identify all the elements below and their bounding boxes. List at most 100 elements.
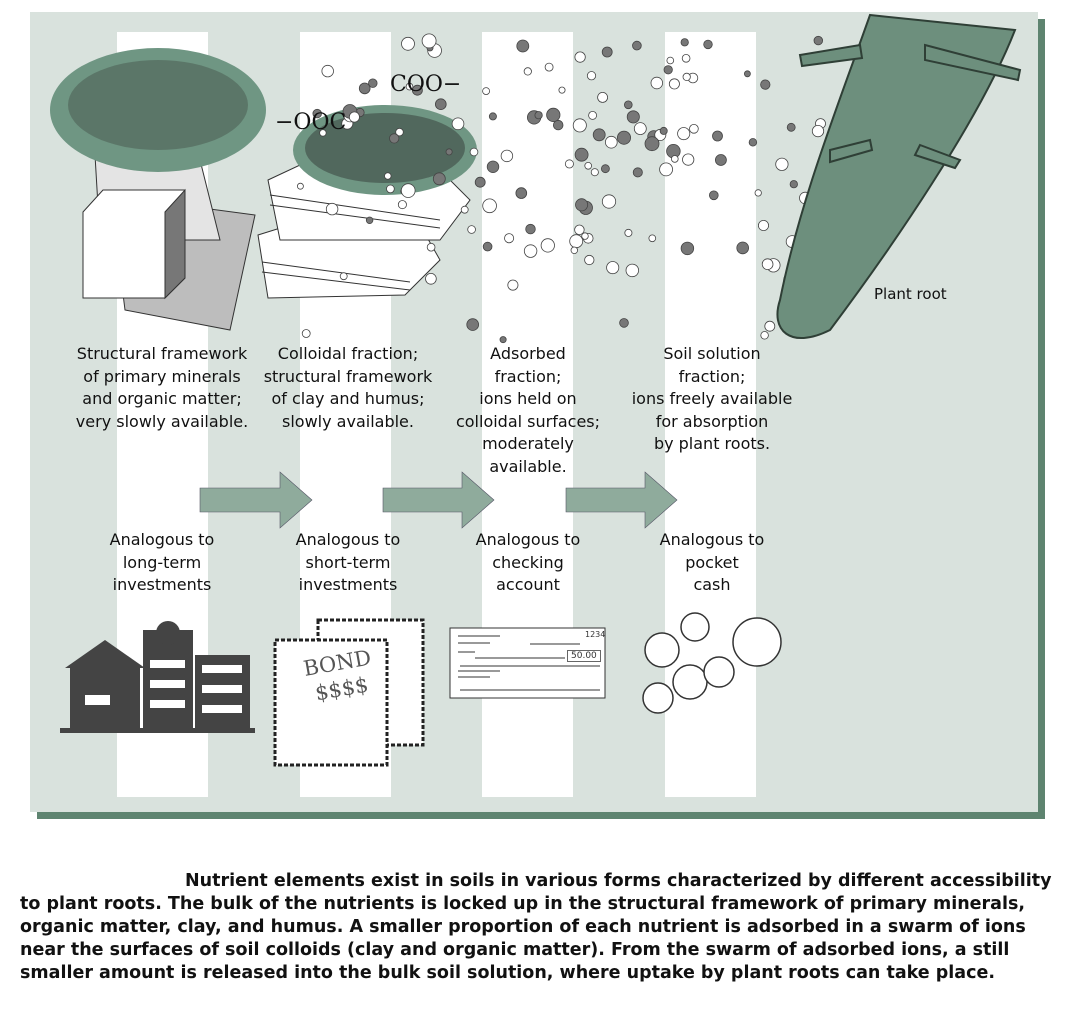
- fraction-line: ions freely available: [631, 389, 793, 408]
- ion: [482, 87, 491, 95]
- ion: [432, 172, 446, 186]
- ion: [389, 133, 400, 144]
- analogy-line: account: [496, 575, 560, 594]
- diagram-artwork: [50, 13, 1022, 767]
- analogy-line: short-term: [305, 552, 391, 572]
- ion: [708, 190, 719, 201]
- ion: [482, 198, 497, 214]
- ion: [584, 254, 595, 266]
- analogy-line: investments: [112, 575, 212, 594]
- coins-icon: [642, 612, 782, 714]
- ion: [421, 33, 437, 49]
- ion: [682, 72, 691, 82]
- ion: [574, 224, 585, 236]
- analogy-line: investments: [298, 575, 398, 594]
- ion: [564, 159, 574, 169]
- ion: [668, 78, 680, 90]
- check-icon: [449, 627, 606, 699]
- fraction-line: and organic matter;: [82, 389, 242, 408]
- ion: [626, 110, 640, 124]
- ion: [648, 234, 657, 243]
- ion: [460, 205, 469, 214]
- ion: [534, 111, 543, 120]
- fraction-line: of primary minerals: [83, 366, 241, 386]
- ion: [597, 92, 608, 103]
- analogy-line: Analogous to: [109, 530, 215, 549]
- plant-root-label: Plant root: [874, 285, 947, 303]
- ion: [516, 39, 530, 53]
- ion: [775, 157, 789, 171]
- ion: [499, 336, 507, 344]
- ion: [606, 261, 620, 275]
- ion: [588, 111, 597, 120]
- ion: [758, 219, 770, 231]
- ion: [319, 129, 327, 137]
- ion: [761, 258, 774, 271]
- ion: [425, 272, 437, 285]
- plant-root-illustration: [776, 13, 1022, 340]
- fraction-line: fraction;: [678, 366, 746, 386]
- arrow-1: [199, 471, 313, 529]
- ion: [445, 148, 453, 156]
- ion: [666, 56, 675, 65]
- fraction-label-solution: Soil solution fraction; ions freely availa…: [602, 343, 822, 456]
- ion: [368, 78, 378, 88]
- ion: [482, 241, 493, 252]
- ion: [601, 194, 617, 209]
- ion: [405, 82, 414, 91]
- ion: [401, 36, 415, 51]
- buildings-icon: [60, 621, 255, 733]
- fraction-line: for absorption: [655, 411, 769, 431]
- ion: [544, 62, 554, 72]
- ion: [574, 147, 589, 162]
- ion: [467, 225, 476, 234]
- ion: [760, 331, 769, 340]
- ion: [348, 111, 360, 123]
- ion: [744, 70, 751, 78]
- ion: [523, 67, 532, 76]
- ion: [650, 76, 664, 90]
- ion: [584, 162, 592, 170]
- ion: [474, 176, 486, 188]
- fraction-line: very slowly available.: [75, 411, 249, 431]
- ion: [703, 39, 713, 50]
- ion: [682, 153, 695, 166]
- ion: [301, 329, 311, 338]
- ion: [590, 168, 599, 177]
- ion: [570, 246, 578, 254]
- ion: [601, 46, 613, 58]
- ion: [386, 184, 395, 194]
- fraction-line: Soil solution: [663, 344, 761, 363]
- ion: [760, 79, 771, 90]
- ion: [644, 136, 660, 152]
- ion: [680, 38, 689, 47]
- ion: [523, 244, 538, 258]
- carboxylate-label: COO−: [390, 72, 462, 97]
- ion: [689, 124, 699, 134]
- fraction-line: moderately: [482, 434, 574, 453]
- ion: [312, 108, 322, 119]
- ion: [546, 107, 561, 123]
- ion: [434, 98, 447, 110]
- ion: [296, 182, 304, 190]
- ion: [619, 318, 629, 328]
- ion: [625, 263, 640, 278]
- ion: [504, 233, 515, 244]
- check-number: 1234: [585, 630, 606, 639]
- ion: [811, 125, 825, 138]
- ion: [786, 122, 796, 132]
- fraction-line: available.: [489, 456, 567, 476]
- ion: [754, 189, 762, 197]
- ion: [659, 126, 668, 135]
- ion: [451, 117, 465, 131]
- fraction-line: colloidal surfaces;: [455, 411, 601, 431]
- ion: [736, 241, 749, 255]
- ion: [663, 65, 673, 75]
- ion: [426, 242, 436, 252]
- fraction-line: of clay and humus;: [271, 389, 425, 408]
- ion: [553, 119, 564, 131]
- ion: [572, 118, 587, 133]
